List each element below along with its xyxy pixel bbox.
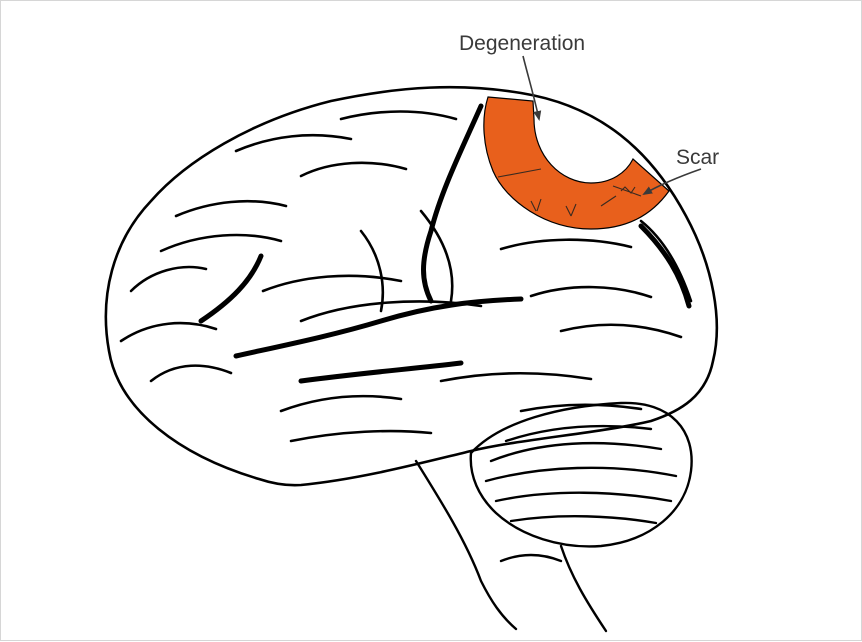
brainstem-fold	[501, 555, 561, 561]
brainstem-back	[561, 546, 606, 631]
sulcus-line	[131, 267, 206, 291]
scar-label: Scar	[676, 146, 719, 170]
sulcus-line	[301, 163, 406, 176]
sulcus-line	[121, 323, 216, 341]
sulcus-line	[341, 112, 456, 120]
cerebellum-outline	[471, 403, 692, 547]
sulcus-line	[236, 135, 351, 151]
lateral-sulcus	[236, 299, 521, 356]
degeneration-label: Degeneration	[459, 32, 585, 56]
sulcus-line	[501, 240, 631, 249]
sulcus-line	[531, 287, 651, 297]
sulcus-line	[441, 373, 591, 381]
cerebellum-fold	[491, 443, 661, 461]
lesion-shape	[484, 97, 669, 229]
lesion-region	[484, 97, 669, 229]
cerebellum-fold	[486, 468, 676, 481]
cerebellum-fold	[496, 493, 671, 501]
frontal-sulcus	[201, 256, 261, 321]
cerebellum-fold	[511, 516, 656, 523]
temporal-sulcus	[301, 363, 461, 381]
sulcus-line	[263, 276, 401, 291]
sulcus-line	[176, 201, 286, 216]
sulcus-line	[561, 325, 681, 337]
cerebellum	[471, 403, 692, 547]
sulcus-line	[281, 396, 401, 411]
sulcus-line	[291, 431, 431, 441]
parietal-sulcus	[641, 226, 689, 306]
sulcus-line	[361, 231, 383, 311]
sulcus-line	[151, 366, 231, 381]
brainstem-front	[416, 461, 516, 629]
sulcus-line	[161, 235, 281, 251]
